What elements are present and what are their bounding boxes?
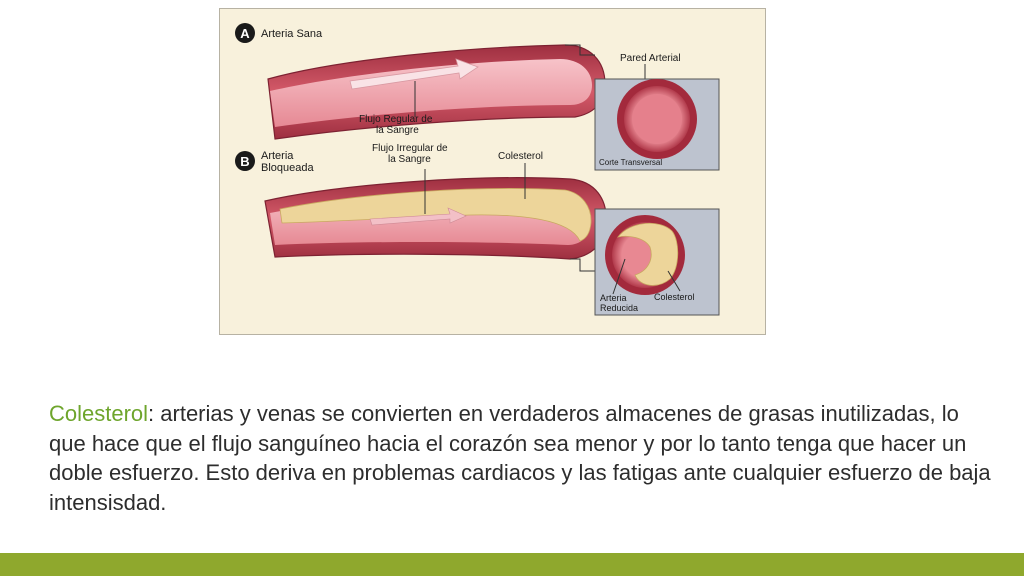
reduced-artery-label: Arteria: [600, 293, 627, 303]
healthy-artery-lumen: [270, 59, 592, 127]
regular-flow-arrow: [349, 58, 479, 90]
irregular-flow-label: Flujo Irregular de: [372, 143, 448, 154]
caption-term: Colesterol: [49, 401, 149, 426]
caption-text: : arterias y venas se convierten en verd…: [49, 401, 991, 515]
panel-b-letter: B: [240, 154, 249, 169]
cross-section-label: Corte Transversal: [599, 158, 662, 167]
panel-b-badge: [235, 151, 255, 171]
section-cholesterol-label: Colesterol: [654, 292, 695, 302]
panel-a-badge: [235, 23, 255, 43]
panel-b-title: Arteria: [261, 150, 294, 162]
artery-diagram: A Arteria Sana Flujo Regular de la Sangr…: [219, 8, 766, 335]
panel-a-letter: A: [240, 26, 250, 41]
cholesterol-label: Colesterol: [498, 151, 543, 162]
section-cholesterol: [617, 222, 679, 286]
irregular-flow-arrow: [369, 207, 467, 226]
panel-a-title: Arteria Sana: [261, 28, 323, 40]
bottom-accent-bar: [0, 553, 1024, 576]
caption-paragraph: Colesterol: arterias y venas se conviert…: [49, 399, 999, 517]
regular-flow-label-2: la Sangre: [376, 125, 419, 136]
artery-illustration: A Arteria Sana Flujo Regular de la Sangr…: [235, 23, 720, 316]
arterial-wall-label: Pared Arterial: [620, 53, 681, 64]
regular-flow-label: Flujo Regular de: [359, 114, 433, 125]
irregular-flow-label-2: la Sangre: [388, 154, 431, 165]
panel-b-title-2: Bloqueada: [261, 162, 314, 174]
panel-b: B Arteria Bloqueada Flujo Irregular de l…: [235, 143, 720, 316]
reduced-artery-label-2: Reducida: [600, 303, 638, 313]
panel-a: A Arteria Sana Flujo Regular de la Sangr…: [235, 23, 720, 171]
